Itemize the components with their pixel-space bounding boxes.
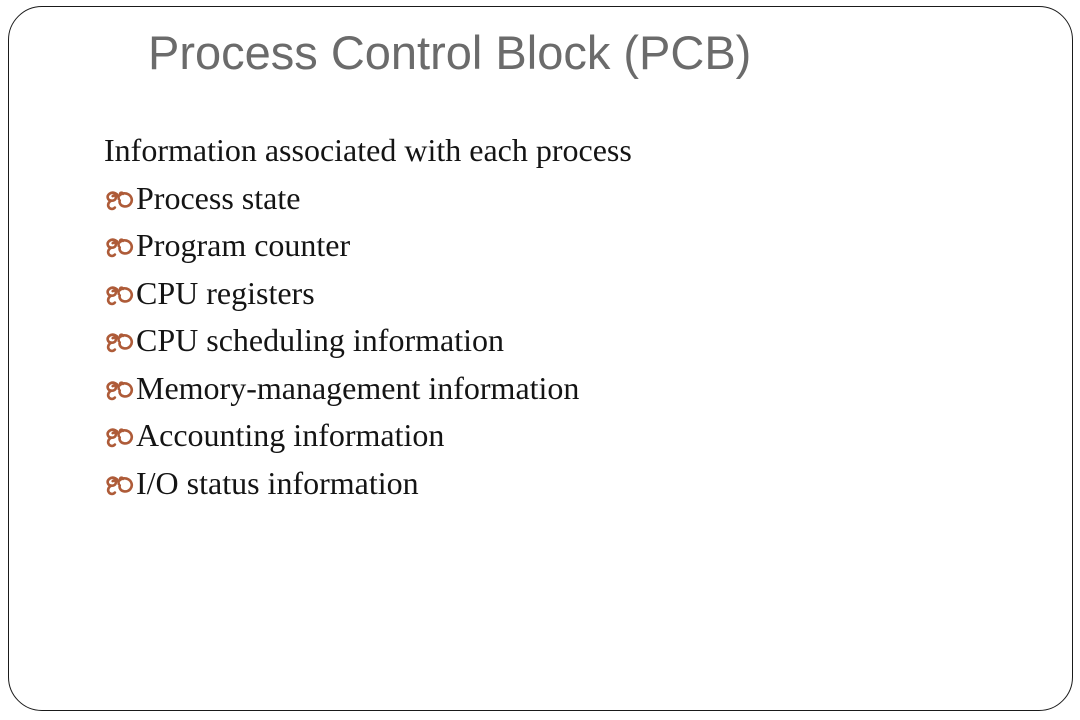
swirl-ribbon-bullet-icon: [104, 369, 135, 393]
bullet-item: CPU registers: [104, 270, 984, 318]
bullet-item: Program counter: [104, 222, 984, 270]
bullet-label: Process state: [136, 179, 301, 216]
bullet-item: Process state: [104, 175, 984, 223]
bullet-label: Memory-management information: [136, 369, 580, 406]
swirl-ribbon-bullet-icon: [104, 464, 135, 488]
bullet-item: Accounting information: [104, 412, 984, 460]
intro-line: Information associated with each process: [104, 132, 632, 168]
swirl-ribbon-bullet-icon: [104, 321, 135, 345]
bullet-label: Program counter: [136, 227, 351, 263]
swirl-ribbon-bullet-icon: [104, 179, 135, 203]
swirl-ribbon-bullet-icon: [104, 274, 135, 298]
bullet-label: CPU registers: [136, 274, 315, 311]
bullet-label: I/O status information: [136, 464, 419, 501]
swirl-ribbon-bullet-icon: [104, 416, 135, 440]
bullet-item: I/O status information: [104, 460, 984, 508]
slide-body: Information associated with each process…: [104, 127, 984, 507]
slide-title: Process Control Block (PCB): [148, 26, 752, 79]
swirl-ribbon-bullet-icon: [104, 226, 135, 250]
bullet-label: CPU scheduling information: [136, 322, 504, 358]
bullet-item: CPU scheduling information: [104, 317, 984, 365]
bullet-label: Accounting information: [136, 417, 445, 453]
bullet-item: Memory-management information: [104, 365, 984, 413]
